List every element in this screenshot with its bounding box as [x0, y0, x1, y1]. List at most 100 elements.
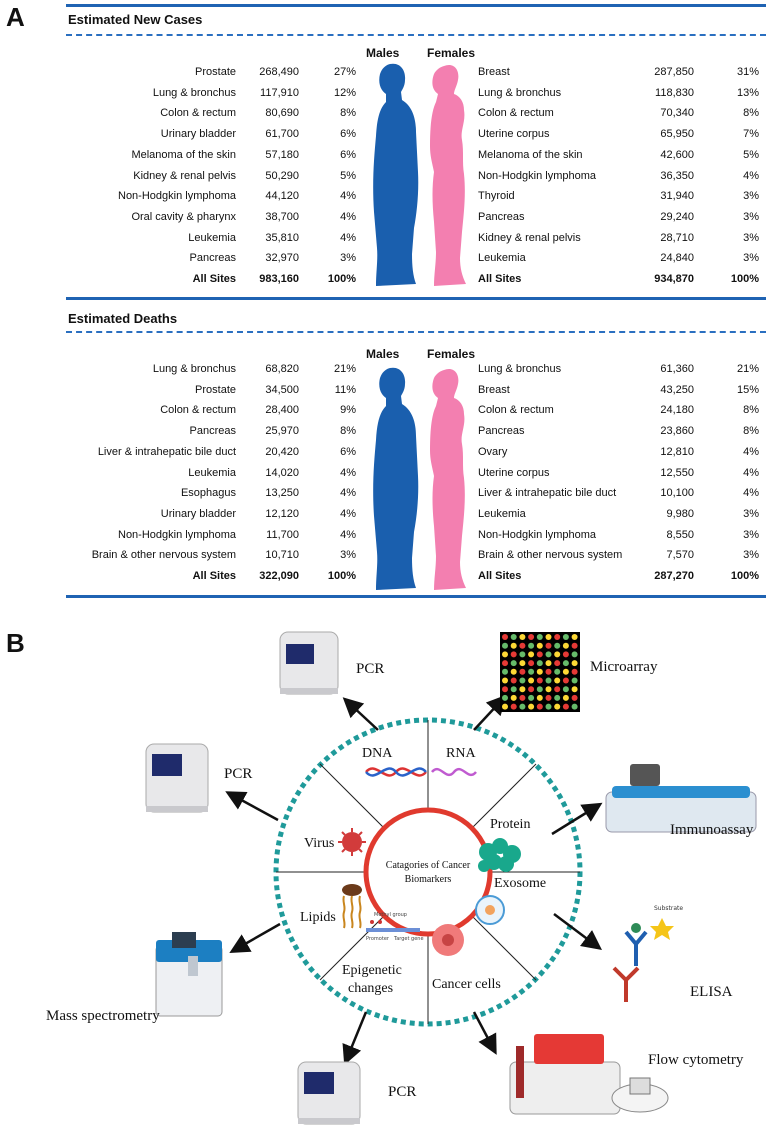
female-site: Breast — [478, 383, 510, 396]
method-pcr-left-label: PCR — [224, 766, 252, 782]
female-count: 24,840 — [660, 252, 694, 265]
flow-cytometer-icon — [509, 1034, 669, 1115]
female-count: 934,870 — [654, 273, 694, 285]
exosome-icon — [475, 895, 505, 925]
microarray-spot — [502, 634, 508, 640]
category-exosome-label: Exosome — [494, 876, 546, 891]
female-count: 7,570 — [666, 549, 694, 562]
method-immunoassay-label: Immunoassay — [670, 822, 754, 838]
male-percent: 27% — [333, 66, 356, 78]
microarray-spot — [528, 686, 535, 693]
biomarker-diagram: Catagories of Cancer Biomarkers Methyl g… — [46, 631, 757, 1125]
microarray-spot — [502, 651, 508, 658]
female-count: 43,250 — [660, 383, 694, 396]
method-flow-label: Flow cytometry — [648, 1052, 744, 1068]
female-site: Leukemia — [478, 252, 526, 265]
microarray-spot — [528, 694, 535, 701]
female-percent: 3% — [743, 528, 759, 541]
female-site: All Sites — [478, 570, 522, 582]
mass-spectrometer-icon — [155, 932, 223, 1017]
female-silhouette-deaths — [430, 368, 466, 590]
female-count: 29,240 — [660, 210, 694, 223]
microarray-spot — [502, 660, 508, 667]
male-count: 11,700 — [266, 528, 299, 541]
virus-icon — [338, 828, 366, 856]
epigenetic-icon: Methyl group Promoter Target gene — [366, 912, 424, 942]
female-percent: 3% — [743, 231, 759, 244]
female-site: Lung & bronchus — [478, 363, 562, 375]
method-microarray-label: Microarray — [590, 659, 658, 675]
female-count: 24,180 — [660, 404, 694, 417]
male-count: 68,820 — [265, 363, 299, 375]
male-site: Brain & other nervous system — [91, 549, 236, 562]
pcr-machine-top-icon — [279, 631, 339, 695]
microarray-spot — [536, 703, 543, 710]
male-percent: 9% — [340, 404, 356, 417]
microarray-spot — [554, 642, 561, 649]
microarray-spot — [536, 651, 543, 658]
male-site: Non-Hodgkin lymphoma — [118, 528, 236, 541]
microarray-spot — [554, 677, 561, 684]
male-count: 34,500 — [265, 383, 299, 396]
male-count: 117,910 — [260, 86, 299, 99]
male-count: 322,090 — [259, 570, 299, 582]
microarray-spot — [562, 642, 569, 649]
male-percent: 4% — [340, 507, 356, 520]
male-site: Non-Hodgkin lymphoma — [118, 190, 236, 203]
female-site: Liver & intrahepatic bile duct — [478, 487, 617, 500]
method-pcr-bottom-label: PCR — [388, 1084, 416, 1100]
category-lipids-label: Lipids — [300, 910, 336, 925]
microarray-spot — [536, 686, 543, 693]
cancer-cell-icon — [432, 924, 464, 956]
new-cases-title: Estimated New Cases — [68, 12, 203, 27]
microarray-spot — [510, 668, 517, 675]
protein-icon — [478, 838, 521, 872]
microarray-spot — [502, 668, 508, 675]
female-count: 70,340 — [660, 107, 694, 120]
male-percent: 100% — [327, 570, 356, 582]
male-count: 268,490 — [259, 66, 299, 78]
male-count: 983,160 — [259, 273, 299, 285]
female-percent: 3% — [743, 190, 759, 203]
female-count: 118,830 — [655, 86, 694, 99]
elisa-substrate-label: Substrate — [654, 905, 683, 912]
microarray-spot — [519, 668, 526, 675]
category-epigenetic-label-2: changes — [348, 981, 393, 996]
male-count: 44,120 — [265, 190, 299, 203]
microarray-spot — [528, 668, 535, 675]
microarray-spot — [502, 677, 508, 684]
female-count: 287,850 — [654, 66, 694, 78]
microarray-spot — [562, 703, 569, 710]
dna-icon — [365, 767, 427, 777]
male-percent: 11% — [334, 383, 356, 396]
microarray-spot — [536, 668, 543, 675]
microarray-spot — [528, 642, 535, 649]
male-percent: 5% — [340, 169, 356, 182]
center-label-line1: Catagories of Cancer — [386, 860, 471, 871]
female-site: Pancreas — [478, 425, 525, 438]
microarray-spot — [545, 677, 552, 684]
male-count: 50,290 — [265, 169, 299, 182]
method-mass-spec-label: Mass spectrometry — [46, 1008, 160, 1024]
female-percent: 3% — [743, 549, 759, 562]
microarray-spot — [571, 686, 578, 693]
microarray-spot — [554, 660, 561, 667]
male-percent: 100% — [327, 273, 356, 285]
microarray-spot — [510, 677, 517, 684]
method-pcr-top-label: PCR — [356, 661, 384, 677]
male-count: 10,710 — [265, 549, 299, 562]
male-percent: 4% — [340, 190, 356, 203]
microarray-spot — [571, 668, 578, 675]
microarray-spot — [571, 634, 578, 640]
male-site: Esophagus — [180, 487, 236, 500]
female-percent: 100% — [730, 273, 759, 285]
deaths-bottom-rule — [66, 595, 766, 598]
microarray-spot — [510, 651, 517, 658]
